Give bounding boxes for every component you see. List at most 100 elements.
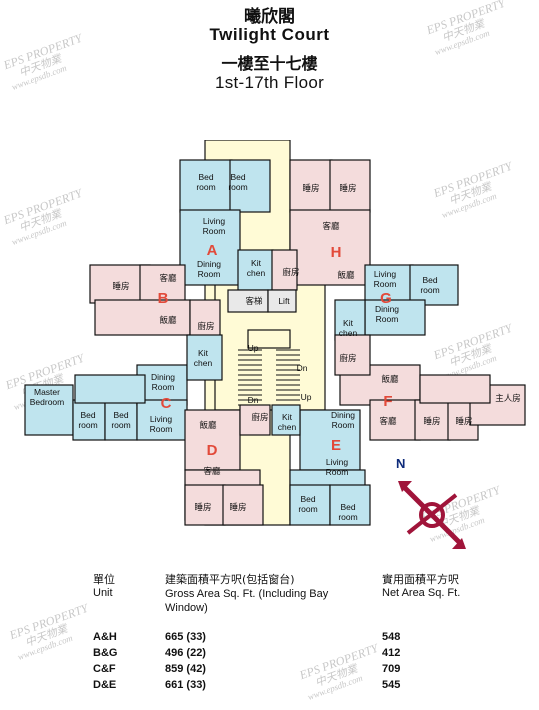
header-gross-en: Gross Area Sq. Ft. (Including Bay Window… <box>165 588 329 614</box>
room <box>329 159 371 213</box>
room-label: 睡房 <box>423 416 440 426</box>
room <box>179 209 241 286</box>
floor-range-chinese: 一樓至十七樓 <box>221 54 318 73</box>
room-label: 客廳 <box>322 221 340 231</box>
building-name-chinese: 曦欣閣 <box>244 7 295 27</box>
room-label: 客廳 <box>159 273 177 283</box>
unit-letter: G <box>380 290 392 307</box>
room <box>136 399 188 441</box>
header-unit-zh: 單位 <box>93 573 115 586</box>
row-gross: 665 (33) <box>165 631 206 643</box>
row-unit: D&E <box>93 679 117 691</box>
compass-axis <box>406 493 458 535</box>
room <box>24 384 74 436</box>
unit-letter: E <box>331 437 341 454</box>
row-gross: 496 (22) <box>165 647 206 659</box>
row-unit: A&H <box>93 631 117 643</box>
floor-range-english: 1st-17th Floor <box>214 73 325 92</box>
unit-letter: D <box>207 442 218 459</box>
room-label: 睡房 <box>455 416 472 426</box>
room <box>271 404 301 436</box>
room-label: 睡房 <box>229 502 246 512</box>
room-shapes <box>24 140 526 526</box>
room-label: 廚房 <box>197 321 214 331</box>
lobby <box>247 329 291 349</box>
room <box>229 159 271 213</box>
compass-arrow <box>452 538 466 549</box>
room-label: Dn <box>297 363 308 373</box>
room-label: 飯廳 <box>159 315 177 325</box>
room-label: Dn <box>248 395 259 405</box>
room <box>414 399 451 441</box>
room <box>222 484 264 526</box>
room-label: 客廳 <box>203 466 221 476</box>
room-label: 客梯 <box>245 296 263 306</box>
room <box>329 484 371 526</box>
room <box>189 299 221 341</box>
room <box>364 264 414 306</box>
unit-letter: B <box>158 290 169 307</box>
room-label: 廚房 <box>282 267 299 277</box>
room <box>369 399 421 441</box>
row-gross: 661 (33) <box>165 679 206 691</box>
room-label: 廚房 <box>251 412 268 422</box>
room <box>299 409 361 471</box>
room <box>409 264 459 306</box>
unit-letter: H <box>331 244 342 261</box>
room-label: 睡房 <box>194 502 211 512</box>
unit-letters: A B C D E F G H <box>158 242 393 459</box>
row-unit: C&F <box>93 663 116 675</box>
room <box>139 264 186 304</box>
room <box>364 299 426 336</box>
compass-icon: N <box>396 456 466 549</box>
room <box>289 209 371 286</box>
row-net: 709 <box>382 663 401 675</box>
row-unit: B&G <box>93 647 118 659</box>
room <box>184 484 226 526</box>
compass-ring <box>419 502 445 528</box>
row-net: 412 <box>382 647 401 659</box>
unit-letter: C <box>161 395 172 412</box>
room <box>74 374 146 404</box>
unit-letter: F <box>383 393 392 410</box>
room-label: 睡房 <box>339 183 356 193</box>
header-unit-en: Unit <box>93 587 113 599</box>
header-gross-zh: 建築面積平方呎(包括窗台) <box>165 573 295 586</box>
unit-letter: A <box>207 242 218 259</box>
room-label: 飯廳 <box>337 270 355 280</box>
room-label: Up <box>301 392 312 402</box>
building-name-english: Twilight Court <box>209 25 330 44</box>
area-table: 單位 Unit 建築面積平方呎(包括窗台) Gross Area Sq. Ft.… <box>0 565 539 705</box>
room <box>419 374 491 404</box>
room-label: 睡房 <box>112 281 129 291</box>
room-label: 飯廳 <box>199 420 217 430</box>
compass-arrow <box>398 481 412 492</box>
row-gross: 859 (42) <box>165 663 206 675</box>
room-label: 飯廳 <box>381 374 399 384</box>
room <box>184 409 241 471</box>
room <box>271 249 298 291</box>
room-label: 睡房 <box>302 183 319 193</box>
room-label: Up <box>248 343 259 353</box>
room <box>334 299 366 341</box>
